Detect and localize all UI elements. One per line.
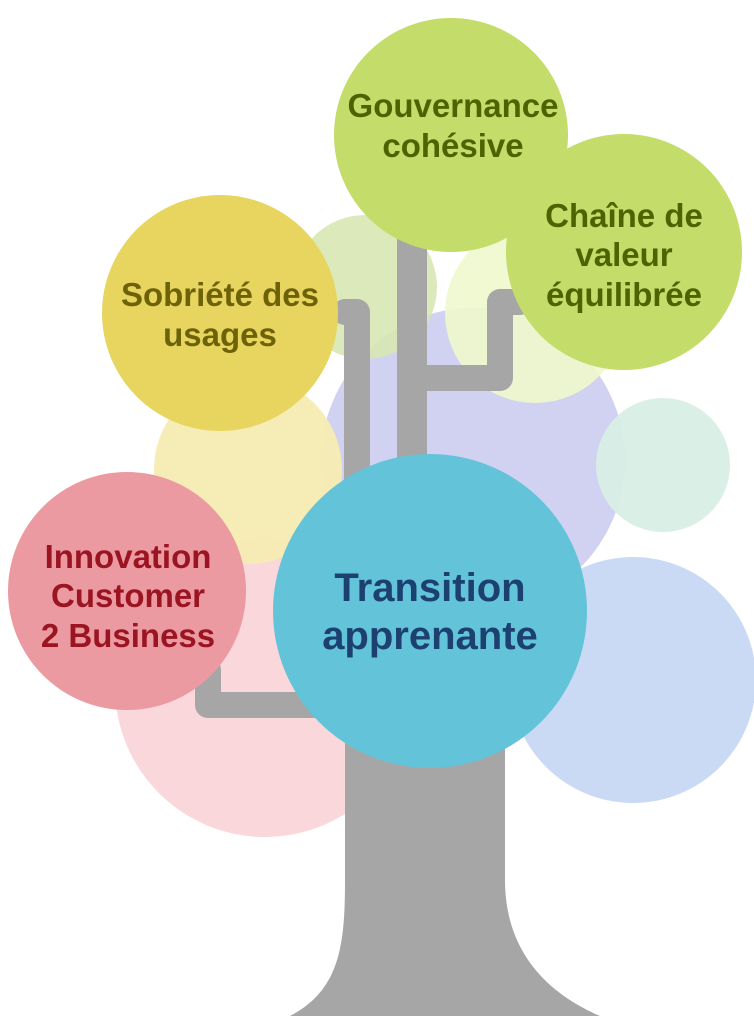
label-gouvernance-line-1: Gouvernance	[347, 87, 559, 125]
node-circle-chaine	[506, 134, 742, 370]
trunk	[290, 700, 600, 1016]
branch-left-high	[332, 299, 370, 493]
label-innovation-line-3: 2 Business	[40, 616, 216, 654]
label-innovation-line-1: Innovation	[44, 537, 212, 575]
node-circle-transition	[273, 454, 587, 768]
label-chaine: Chaîne de valeur équilibrée	[510, 185, 738, 325]
label-chaine-line-2: valeur	[575, 236, 673, 274]
label-gouvernance: Gouvernance cohésive	[318, 78, 588, 174]
branch-right	[399, 289, 533, 391]
label-sobriete: Sobriété des usages	[88, 268, 352, 362]
label-sobriete-line-2: usages	[163, 316, 277, 353]
label-gouvernance-line-2: cohésive	[382, 127, 524, 164]
trunk-group	[195, 200, 600, 1016]
label-sobriete-line-1: Sobriété des	[120, 276, 320, 314]
label-transition-line-2: apprenante	[322, 614, 538, 658]
label-innovation-line-2: Customer	[50, 577, 206, 615]
node-circle-gouvernance	[334, 18, 568, 252]
bg-bubble-pale-mint	[596, 398, 730, 532]
label-innovation: Innovation Customer 2 Business	[10, 528, 246, 664]
label-chaine-line-3: équilibrée	[546, 275, 702, 313]
label-transition: Transition apprenante	[290, 556, 570, 668]
label-chaine-line-1: Chaîne de	[545, 196, 703, 234]
branch-left-low	[195, 657, 343, 718]
node-circle-innovation	[8, 472, 246, 710]
node-circle-sobriete	[102, 195, 338, 431]
label-transition-line-1: Transition	[334, 566, 526, 610]
